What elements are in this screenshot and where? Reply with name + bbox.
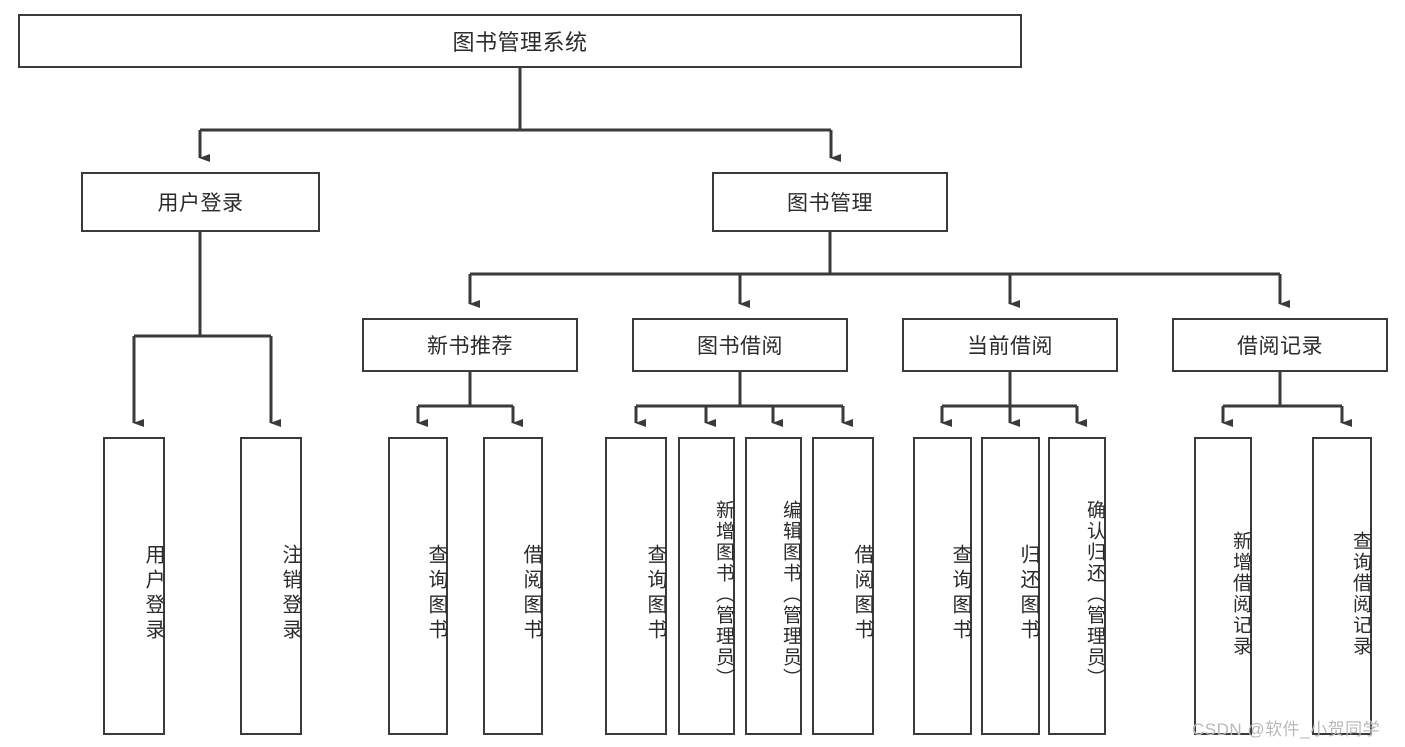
leaf-borrow-borrow-books[interactable]: 借阅图书	[812, 437, 874, 735]
node-user-login[interactable]: 用户登录	[81, 172, 320, 232]
leaf-current-confirm-return-admin[interactable]: 确认归还（管理员）	[1048, 437, 1106, 735]
leaf-borrow-add-book-admin[interactable]: 新增图书（管理员）	[678, 437, 735, 735]
leaf-logout-login[interactable]: 注销登录	[240, 437, 302, 735]
leaf-current-return-books[interactable]: 归还图书	[981, 437, 1040, 735]
leaf-borrow-query-books[interactable]: 查询图书	[605, 437, 667, 735]
leaf-newbook-borrow-books[interactable]: 借阅图书	[483, 437, 543, 735]
node-book-management[interactable]: 图书管理	[712, 172, 948, 232]
leaf-record-add-record[interactable]: 新增借阅记录	[1194, 437, 1252, 735]
leaf-borrow-edit-book-admin[interactable]: 编辑图书（管理员）	[745, 437, 802, 735]
leaf-record-query-record[interactable]: 查询借阅记录	[1312, 437, 1372, 735]
leaf-current-query-books[interactable]: 查询图书	[913, 437, 972, 735]
node-borrowing-record[interactable]: 借阅记录	[1172, 318, 1388, 372]
leaf-user-login[interactable]: 用户登录	[103, 437, 165, 735]
node-new-book-recommendation[interactable]: 新书推荐	[362, 318, 578, 372]
leaf-newbook-query-books[interactable]: 查询图书	[388, 437, 448, 735]
node-root-system[interactable]: 图书管理系统	[18, 14, 1022, 68]
node-book-borrowing[interactable]: 图书借阅	[632, 318, 848, 372]
node-current-borrowing[interactable]: 当前借阅	[902, 318, 1118, 372]
